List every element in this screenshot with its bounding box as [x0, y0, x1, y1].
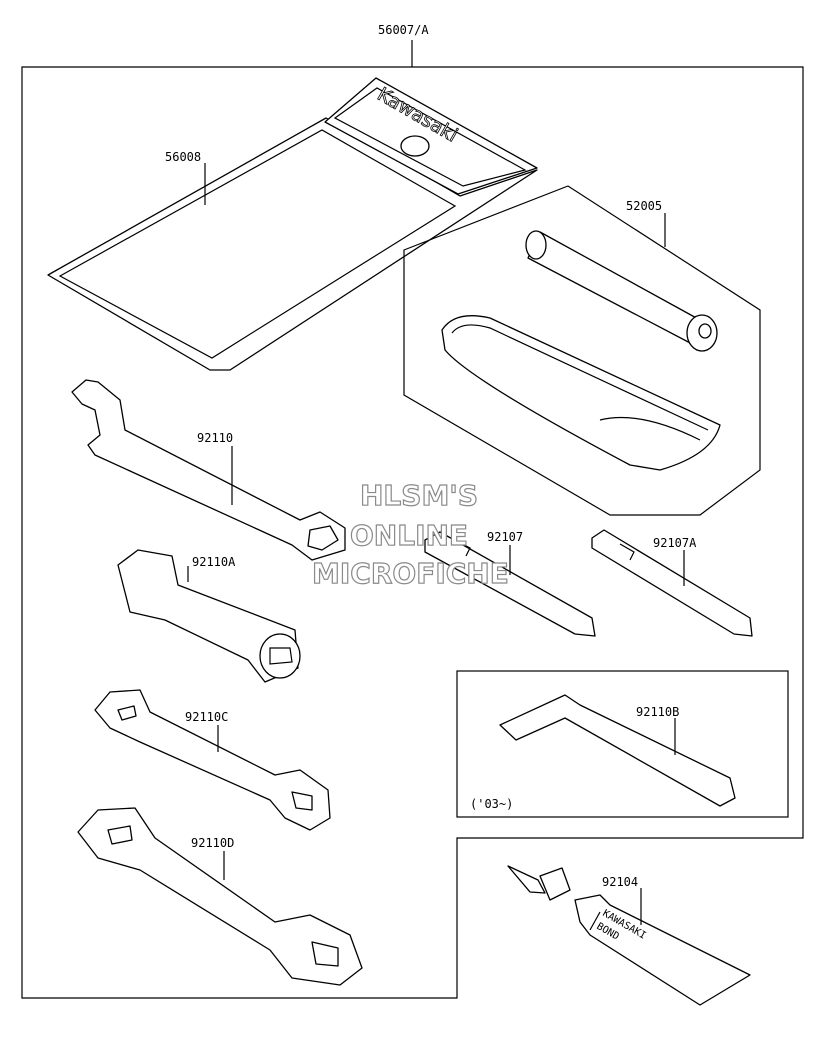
screwdriver: 92107: [424, 530, 596, 637]
tube-label: 92104: [602, 875, 638, 889]
hex-wrench-box: 92110B ('03~): [456, 670, 789, 818]
spanner-label: 92110: [197, 431, 233, 445]
wrench-c: 92110C: [94, 689, 331, 831]
hex-wrench-label: 92110B: [636, 705, 679, 719]
svg-text:HLSM'S: HLSM'S: [360, 479, 478, 512]
wrench-d: 92110D: [77, 807, 363, 986]
case-label: 56008: [165, 150, 201, 164]
hex-wrench-note: ('03~): [470, 797, 513, 811]
screwdriver-a: 92107A: [591, 529, 753, 637]
bond-tube: KAWASAKI BOND 92104: [507, 865, 751, 1006]
svg-text:ONLINE: ONLINE: [350, 519, 468, 552]
socket-wrench: 92110A: [117, 549, 301, 683]
wrench-d-label: 92110D: [191, 836, 234, 850]
hook-spanner: 92110: [71, 379, 346, 561]
spark-plug-wrench-set: 52005: [403, 185, 761, 516]
screwdriver-a-label: 92107A: [653, 536, 697, 550]
watermark: HLSM'S ONLINE MICROFICHE: [311, 478, 509, 590]
kit-frame: [21, 66, 804, 999]
wrench-c-label: 92110C: [185, 710, 228, 724]
svg-text:MICROFICHE: MICROFICHE: [312, 557, 509, 590]
screwdriver-label: 92107: [487, 530, 523, 544]
plug-set-label: 52005: [626, 199, 662, 213]
kit-label: 56007/A: [378, 23, 429, 37]
socket-label: 92110A: [192, 555, 236, 569]
